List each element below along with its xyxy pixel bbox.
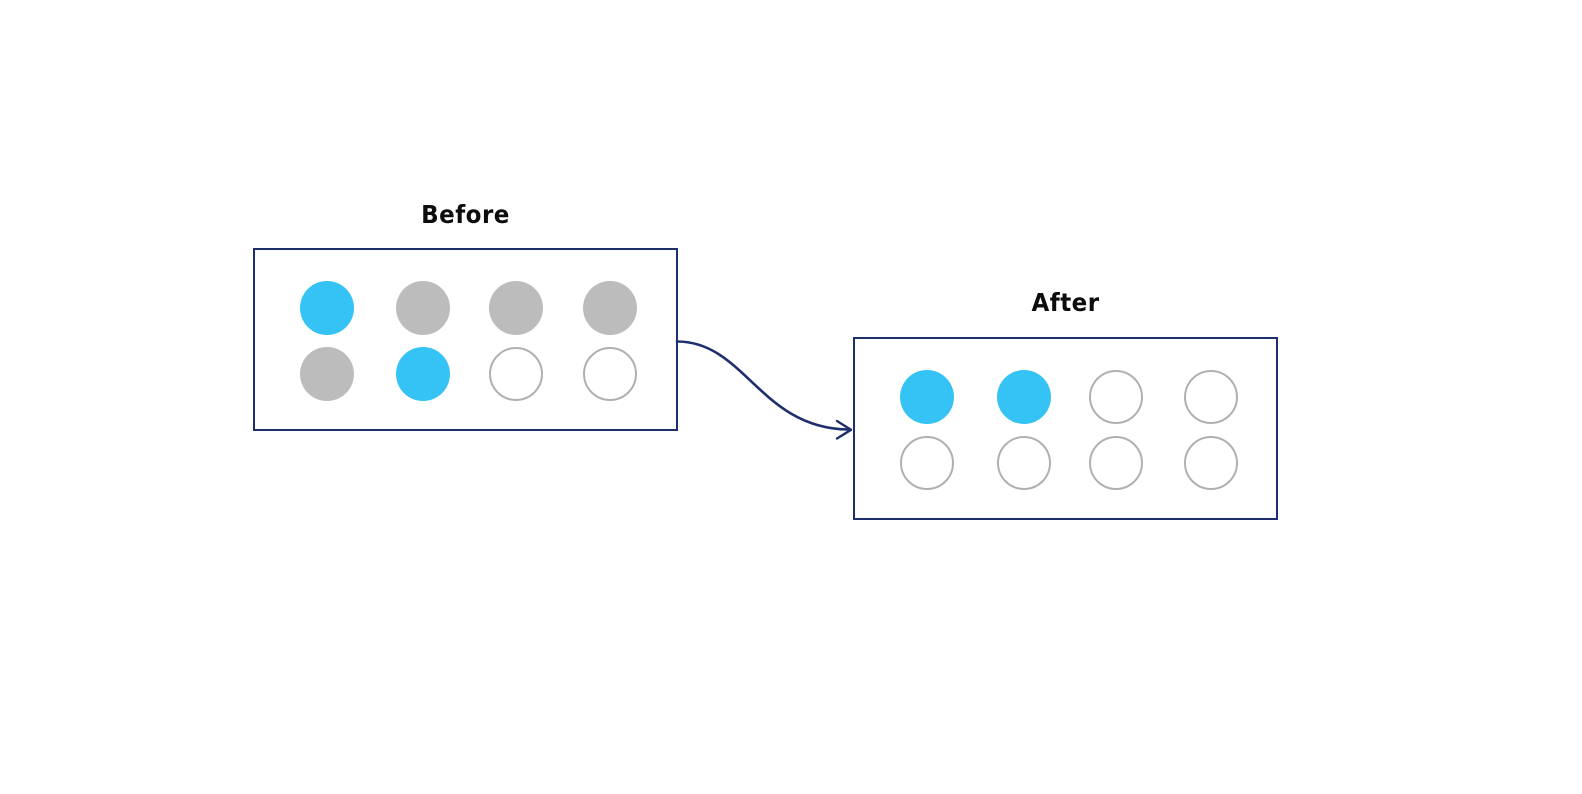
circle-before-r0c0[interactable]: [300, 281, 354, 335]
circle-after-r0c0[interactable]: [900, 370, 954, 424]
arrowhead-icon: [835, 419, 853, 440]
circle-after-r0c3[interactable]: [1184, 370, 1238, 424]
circle-before-r0c3[interactable]: [583, 281, 637, 335]
circle-after-r0c2[interactable]: [1089, 370, 1143, 424]
circle-before-r1c3[interactable]: [583, 347, 637, 401]
circle-before-r1c0[interactable]: [300, 347, 354, 401]
circle-before-r0c1[interactable]: [396, 281, 450, 335]
circle-after-r1c0[interactable]: [900, 436, 954, 490]
circle-after-r0c1[interactable]: [997, 370, 1051, 424]
panel-before[interactable]: [253, 248, 678, 431]
panel-title-before: Before: [421, 200, 510, 229]
circle-before-r1c2[interactable]: [489, 347, 543, 401]
circle-after-r1c2[interactable]: [1089, 436, 1143, 490]
panel-after[interactable]: [853, 337, 1278, 520]
circle-grid-after: [855, 339, 1276, 518]
circle-after-r1c3[interactable]: [1184, 436, 1238, 490]
circle-grid-before: [255, 250, 676, 429]
circle-before-r1c1[interactable]: [396, 347, 450, 401]
circle-after-r1c1[interactable]: [997, 436, 1051, 490]
panel-title-after: After: [1031, 288, 1100, 317]
circle-before-r0c2[interactable]: [489, 281, 543, 335]
connector-curve: [675, 340, 850, 431]
